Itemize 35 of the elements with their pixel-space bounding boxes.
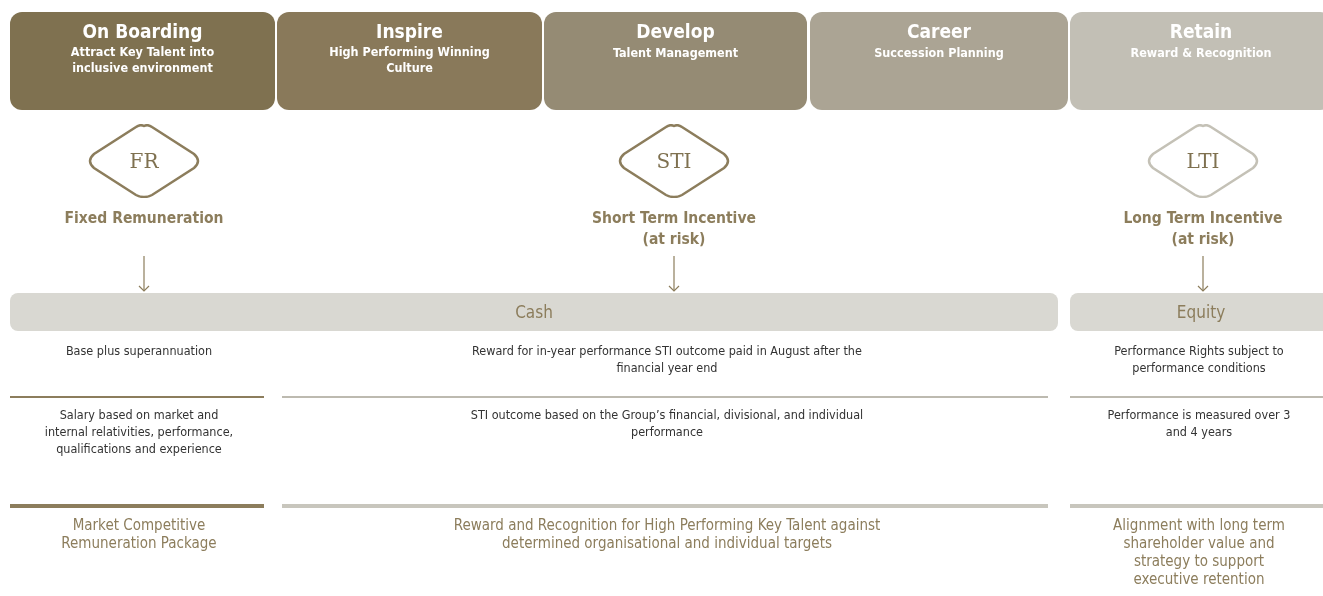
stage-subtitle: High Performing Winning Culture [328,44,491,76]
stage-subtitle: Reward & Recognition [1130,45,1272,61]
incentive-title: Fixed Remuneration [63,208,225,229]
description-text: Base plus superannuation [64,342,214,359]
incentive-title: Short Term Incentive (at risk) [591,208,757,250]
stage-card [810,12,1068,110]
arrow [138,255,150,292]
category-band: Cash [10,293,1058,331]
stage-subtitle: Succession Planning [874,45,1004,61]
description-text: STI outcome based on the Group’s financial, divisional, and individual performance [469,406,865,440]
arrow [668,255,680,292]
stage-title: Retain [1169,20,1233,42]
description-text: Reward for in-year performance STI outcome paid in August after the financial year end [471,342,863,376]
stage-title: Career [906,20,972,42]
arrow [1197,255,1209,292]
stage-card [10,12,275,110]
badge-label: FR [128,150,160,172]
summary-text: Reward and Recognition for High Performing Key Talent against determined organisational and individual targets [452,516,882,552]
stage-title: Develop [636,20,715,42]
badge-label: STI [655,150,693,172]
stage-card [1070,12,1323,110]
stage-title: Inspire [376,20,443,42]
description-text: Salary based on market and internal relativities, performance, qualifications and experience [43,406,235,457]
summary-text: Alignment with long term shareholder value and strategy to support executive retention [1112,516,1286,588]
stage-subtitle: Talent Management [612,45,739,61]
stage-title: On Boarding [82,20,203,42]
stage-card [544,12,807,110]
summary-text: Market Competitive Remuneration Package [60,516,218,552]
category-band: Equity [1070,293,1323,331]
stage-subtitle: Attract Key Talent into inclusive environment [69,44,216,76]
incentive-title: Long Term Incentive (at risk) [1122,208,1284,250]
stage-card [277,12,542,110]
description-text: Performance Rights subject to performance conditions [1113,342,1285,376]
description-text: Performance is measured over 3 and 4 years [1106,406,1292,440]
badge-label: LTI [1185,150,1221,172]
